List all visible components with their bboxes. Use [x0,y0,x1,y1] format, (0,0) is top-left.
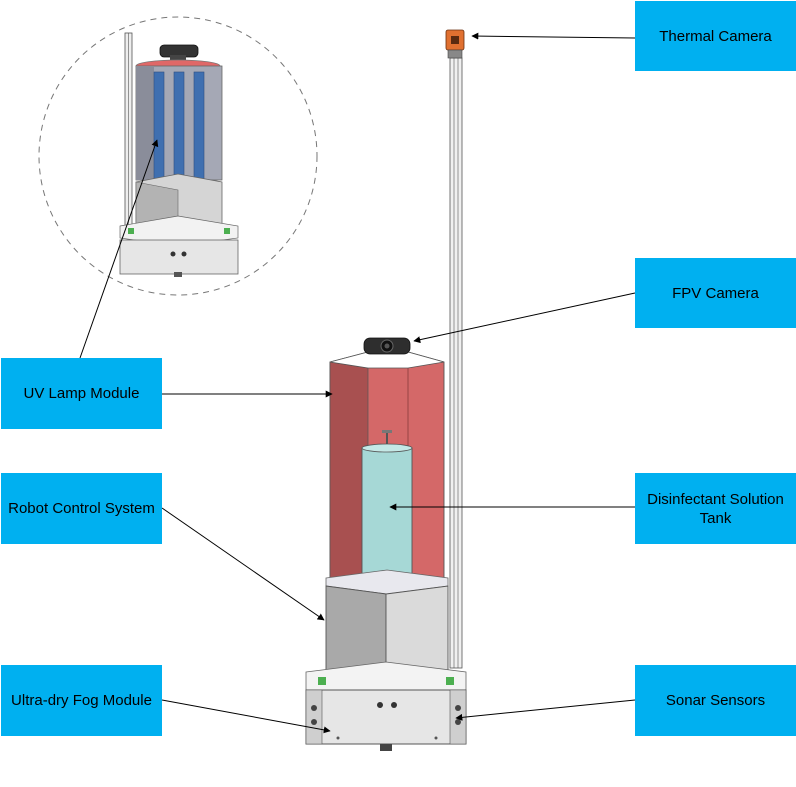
arrow-sonar-sensors [455,699,636,721]
fpv-camera-part [363,337,411,355]
inset-base [119,239,239,275]
label-fpv-camera: FPV Camera [635,258,796,328]
label-sonar-sensors: Sonar Sensors [635,665,796,736]
arrow-control-system [161,507,325,621]
label-uv-lamp-module: UV Lamp Module [1,358,162,429]
robot-base [305,689,467,751]
uv-lamp-detail-inset [38,16,318,296]
thermal-camera-part [445,29,465,59]
label-fog-module: Ultra-dry Fog Module [1,665,162,736]
inset-dashed-circle [38,16,318,296]
arrow-fpv-camera [413,292,636,344]
uv-tubes [153,71,205,181]
label-robot-control-system: Robot Control System [1,473,162,544]
line-uv-lamp-inset [79,139,159,359]
leader-lines [79,32,636,734]
label-disinfectant-tank: Disinfectant Solution Tank [635,473,796,544]
label-thermal-camera: Thermal Camera [635,1,796,71]
robot-main [305,29,467,751]
camera-mast [449,57,463,669]
arrow-thermal-camera [471,32,636,40]
arrow-fog-module [161,699,331,734]
